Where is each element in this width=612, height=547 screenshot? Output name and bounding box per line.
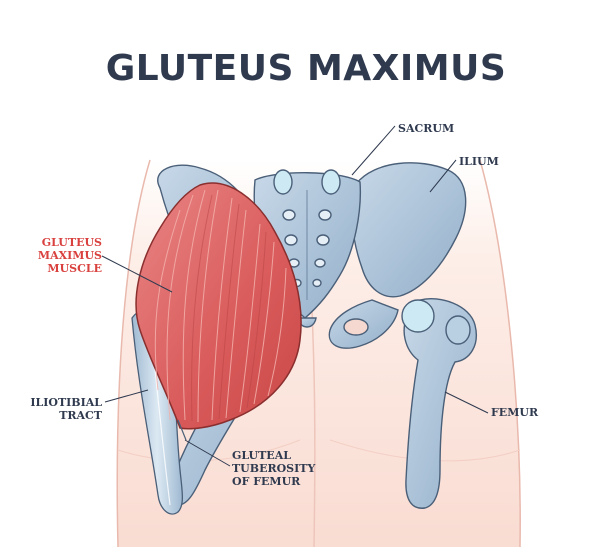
label-gt-line3: OF FEMUR: [232, 475, 301, 488]
gluteal-tuberosity-leader: [184, 439, 231, 467]
leader-lines: [101, 125, 489, 467]
label-gluteus-line2: MAXIMUS: [37, 249, 102, 262]
iliotibial-leader: [104, 389, 149, 403]
label-gluteus-line1: GLUTEUS: [41, 236, 102, 249]
label-iliotibial-tract: ILIOTIBIAL TRACT: [10, 396, 102, 422]
label-itt-line1: ILIOTIBIAL: [30, 396, 102, 409]
label-femur: FEMUR: [491, 406, 539, 419]
sacrum-leader: [351, 125, 396, 176]
label-gluteus-maximus-muscle: GLUTEUS MAXIMUS MUSCLE: [20, 236, 102, 275]
femur-bone: [401, 298, 477, 509]
gluteus-maximus-muscle: [135, 182, 302, 430]
label-ilium: ILIUM: [459, 155, 499, 168]
ilium-leader: [429, 159, 457, 193]
ilium-bone: [351, 162, 467, 298]
label-itt-line2: TRACT: [59, 409, 102, 422]
page-title: GLUTEUS MAXIMUS: [105, 48, 507, 89]
gluteal-tuberosity: [177, 419, 187, 441]
label-gluteal-tuberosity: GLUTEAL TUBEROSITY OF FEMUR: [232, 449, 315, 488]
label-gt-line2: TUBEROSITY: [232, 462, 316, 475]
label-gt-line1: GLUTEAL: [232, 449, 291, 462]
gluteus-leader: [101, 255, 173, 293]
femur-leader: [444, 391, 489, 414]
label-sacrum: SACRUM: [398, 122, 455, 135]
label-gluteus-line3: MUSCLE: [47, 262, 102, 275]
